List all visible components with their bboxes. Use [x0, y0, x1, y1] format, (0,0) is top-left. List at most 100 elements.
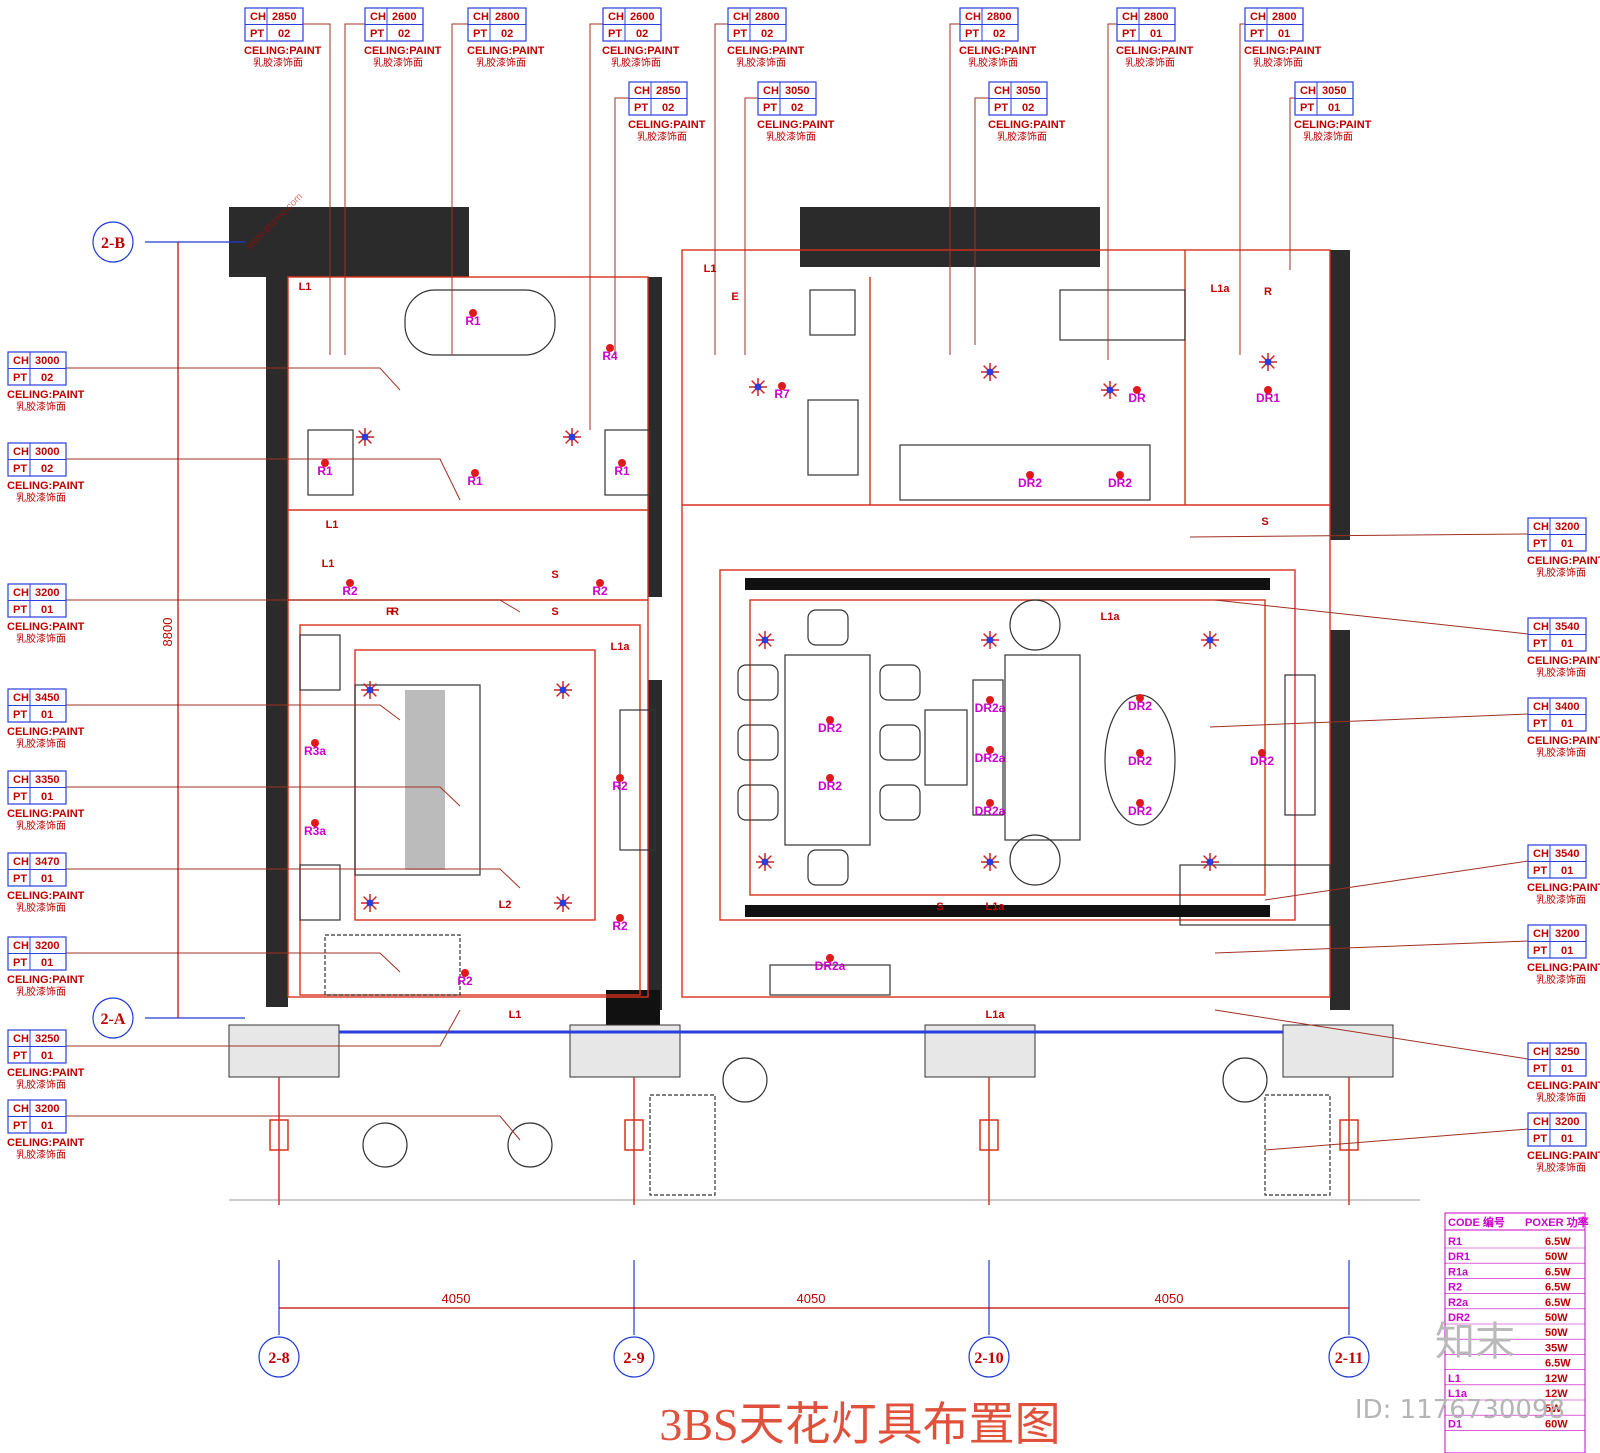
grid-label-col: 2-10 — [974, 1350, 1003, 1367]
downlight-dot — [618, 459, 626, 467]
fixture-marker: DR2a — [975, 799, 1006, 818]
fixture-marker: R3a — [304, 739, 326, 758]
tag-finish: CELING:PAINT — [1527, 655, 1600, 667]
tag-ch-value: 2800 — [987, 11, 1011, 23]
legend-power: 6.5W — [1545, 1297, 1571, 1309]
star-downlight-icon — [361, 894, 379, 912]
fixture-code: DR2a — [815, 959, 846, 973]
tag-finish: CELING:PAINT — [7, 974, 85, 986]
tag-pt-value: 02 — [398, 28, 410, 40]
tag-pt-value: 02 — [1022, 102, 1034, 114]
tag-finish-cn: 乳胶漆饰面 — [16, 400, 66, 413]
tag-pt-label: PT — [1533, 718, 1547, 730]
leader-line — [66, 458, 461, 501]
legend-power: 12W — [1545, 1388, 1568, 1400]
fixture-marker: S — [1261, 516, 1268, 528]
star-center — [559, 686, 567, 694]
fixture-marker: DR2 — [818, 774, 842, 793]
cabinet-bars — [745, 578, 1270, 917]
star-downlight-icon — [554, 681, 572, 699]
downlight-dot — [321, 459, 329, 467]
leader-line — [714, 23, 728, 355]
tag-pt-label: PT — [994, 102, 1008, 114]
star-downlight-icon — [981, 631, 999, 649]
fixture-code: DR2 — [1250, 754, 1274, 768]
leader-line — [1289, 97, 1295, 270]
star-center — [361, 433, 369, 441]
tag-ch-value: 3000 — [35, 355, 59, 367]
legend-power: 6.5W — [1545, 1266, 1571, 1278]
tag-pt-value: 01 — [1561, 638, 1573, 650]
dimension-span: 4050 — [1155, 1291, 1184, 1306]
leader-line — [949, 23, 960, 355]
tag-pt-value: 01 — [41, 1050, 53, 1062]
tag-pt-label: PT — [1122, 28, 1136, 40]
tag-finish: CELING:PAINT — [727, 45, 805, 57]
fixture-marker: E — [731, 291, 738, 303]
leader-line — [66, 367, 401, 391]
tag-finish-cn: 乳胶漆饰面 — [16, 632, 66, 645]
star-downlight-icon — [1101, 381, 1119, 399]
fixture-code: R1 — [614, 464, 630, 478]
fixture-code: DR2 — [818, 779, 842, 793]
fixture-code: L1 — [299, 281, 312, 293]
fixture-marker: DR2 — [1128, 749, 1152, 768]
tag-ch-label: CH — [965, 11, 981, 23]
fixture-code: S — [551, 606, 558, 618]
fixture-marker: DR2 — [1108, 471, 1132, 490]
legend-code: D1 — [1448, 1418, 1462, 1430]
tag-finish: CELING:PAINT — [1527, 555, 1600, 567]
dimension-span: 4050 — [797, 1291, 826, 1306]
tag-ch-value: 3200 — [1555, 928, 1579, 940]
leader-line — [66, 868, 521, 889]
fixture-code: R4 — [602, 349, 618, 363]
fixture-marker: R1 — [467, 469, 483, 488]
tag-finish: CELING:PAINT — [7, 389, 85, 401]
fixture-marker: R — [386, 606, 394, 618]
tag-pt-value: 02 — [993, 28, 1005, 40]
tag-finish-cn: 乳胶漆饰面 — [1536, 1091, 1586, 1104]
star-downlight-icon — [1201, 853, 1219, 871]
furniture — [299, 289, 1331, 1196]
tag-ch-value: 3540 — [1555, 621, 1579, 633]
legend-header-power: POXER 功率 — [1525, 1215, 1589, 1229]
grid-label-col: 2-9 — [623, 1350, 644, 1367]
tag-finish-cn: 乳胶漆饰面 — [373, 56, 423, 69]
fixture-code: L1a — [611, 641, 631, 653]
leader-line — [451, 23, 468, 355]
fixture-code: DR2a — [975, 751, 1006, 765]
fixture-code: R — [1264, 286, 1272, 298]
star-downlight-icon — [756, 853, 774, 871]
downlight-dot — [596, 579, 604, 587]
tag-finish: CELING:PAINT — [364, 45, 442, 57]
tag-finish: CELING:PAINT — [1244, 45, 1322, 57]
downlight-dot — [311, 819, 319, 827]
leader-line — [66, 786, 461, 807]
leader-line — [744, 97, 758, 355]
ceiling-tags: CHPT285002CELING:PAINT乳胶漆饰面CHPT260002CEL… — [7, 7, 1600, 1174]
downlight-dot — [471, 469, 479, 477]
tag-ch-value: 3200 — [35, 587, 59, 599]
grid-label-row: 2-B — [101, 235, 125, 252]
legend-code: L1a — [1448, 1388, 1468, 1400]
downlight-dot — [1133, 386, 1141, 394]
legend-code: R2 — [1448, 1282, 1462, 1294]
tag-pt-value: 01 — [1561, 865, 1573, 877]
fixture-code: L1 — [704, 263, 717, 275]
leader-line — [1107, 23, 1117, 360]
fixture-code: DR2 — [1108, 476, 1132, 490]
tag-finish-cn: 乳胶漆饰面 — [16, 1148, 66, 1161]
fixture-marker: R3a — [304, 819, 326, 838]
tag-finish: CELING:PAINT — [7, 621, 85, 633]
grid-label-col: 2-11 — [1335, 1350, 1363, 1367]
fixture-marker: R — [391, 606, 399, 618]
